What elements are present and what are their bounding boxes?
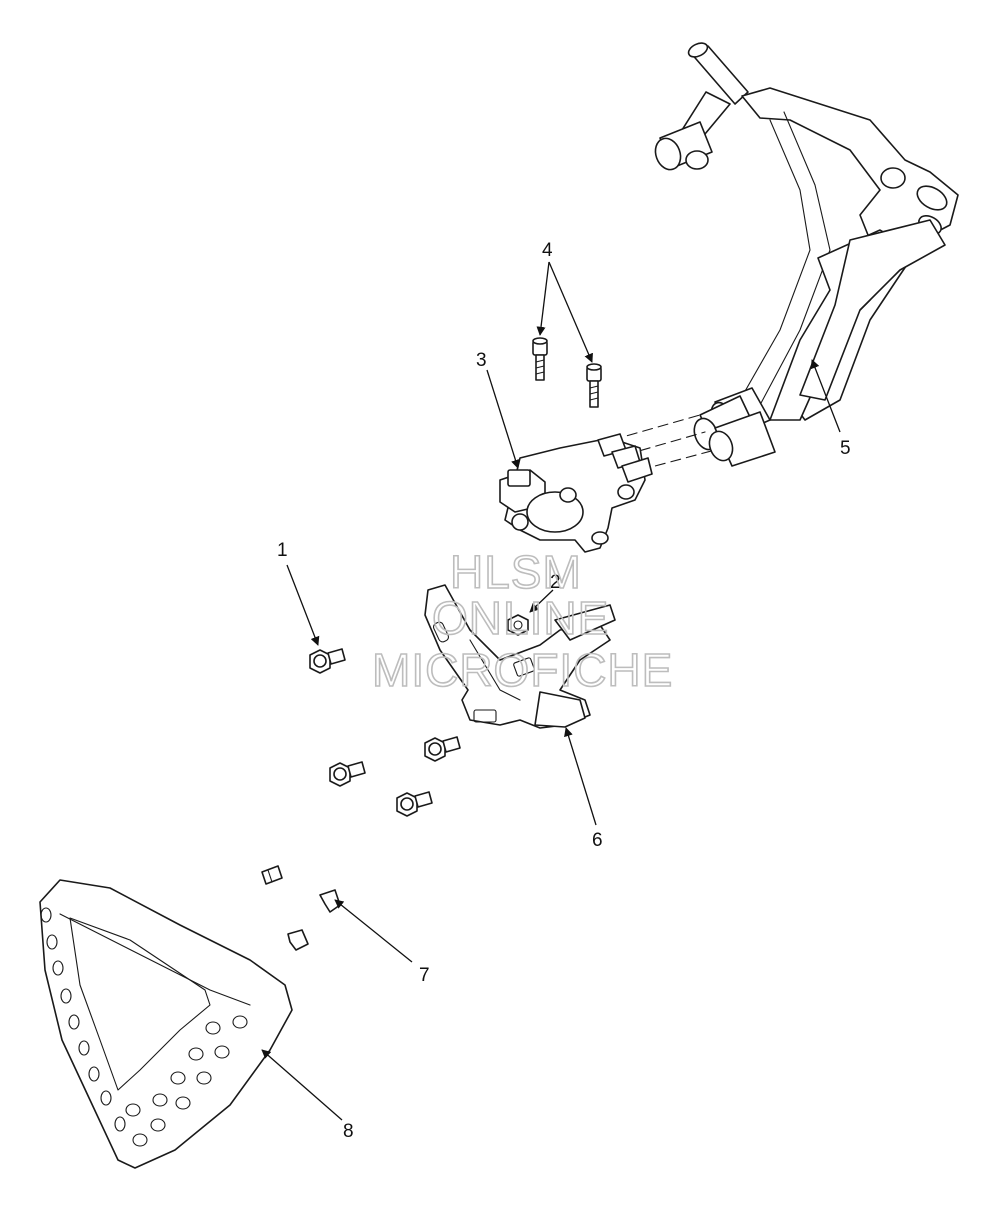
callout-labels: 1 2 3 4 5 6 7 8: [277, 240, 851, 1142]
watermark: HLSM ONLINE MICROFICHE: [371, 545, 673, 697]
retaining-clip[interactable]: [261, 865, 283, 885]
valve-assembly[interactable]: [499, 433, 653, 553]
watermark-line-2: ONLINE: [432, 592, 609, 644]
callout-1: 1: [277, 540, 288, 561]
callout-8: 8: [343, 1121, 354, 1142]
assembly-lines: [611, 414, 716, 471]
callout-6: 6: [592, 830, 603, 851]
nut[interactable]: [507, 614, 529, 636]
leader-lines: [261, 261, 841, 1121]
callout-3: 3: [476, 350, 487, 371]
callout-4: 4: [542, 240, 553, 261]
flange-bolt[interactable]: [396, 791, 433, 817]
hose-assembly[interactable]: [651, 40, 959, 467]
callout-7: 7: [419, 965, 430, 986]
flange-bolt[interactable]: [424, 736, 461, 762]
cap-screw[interactable]: [586, 363, 602, 408]
callout-2: 2: [550, 572, 561, 593]
flange-bolt[interactable]: [329, 761, 366, 787]
heat-shield-cover[interactable]: [39, 879, 293, 1169]
mounting-bracket[interactable]: [424, 584, 616, 729]
vent-holes: [40, 907, 248, 1147]
cap-screw[interactable]: [532, 337, 548, 381]
watermark-line-3: MICROFICHE: [372, 644, 673, 696]
flange-bolt[interactable]: [309, 648, 346, 674]
watermark-line-1: HLSM: [450, 546, 582, 598]
retaining-clip[interactable]: [287, 929, 309, 951]
callout-5: 5: [840, 438, 851, 459]
